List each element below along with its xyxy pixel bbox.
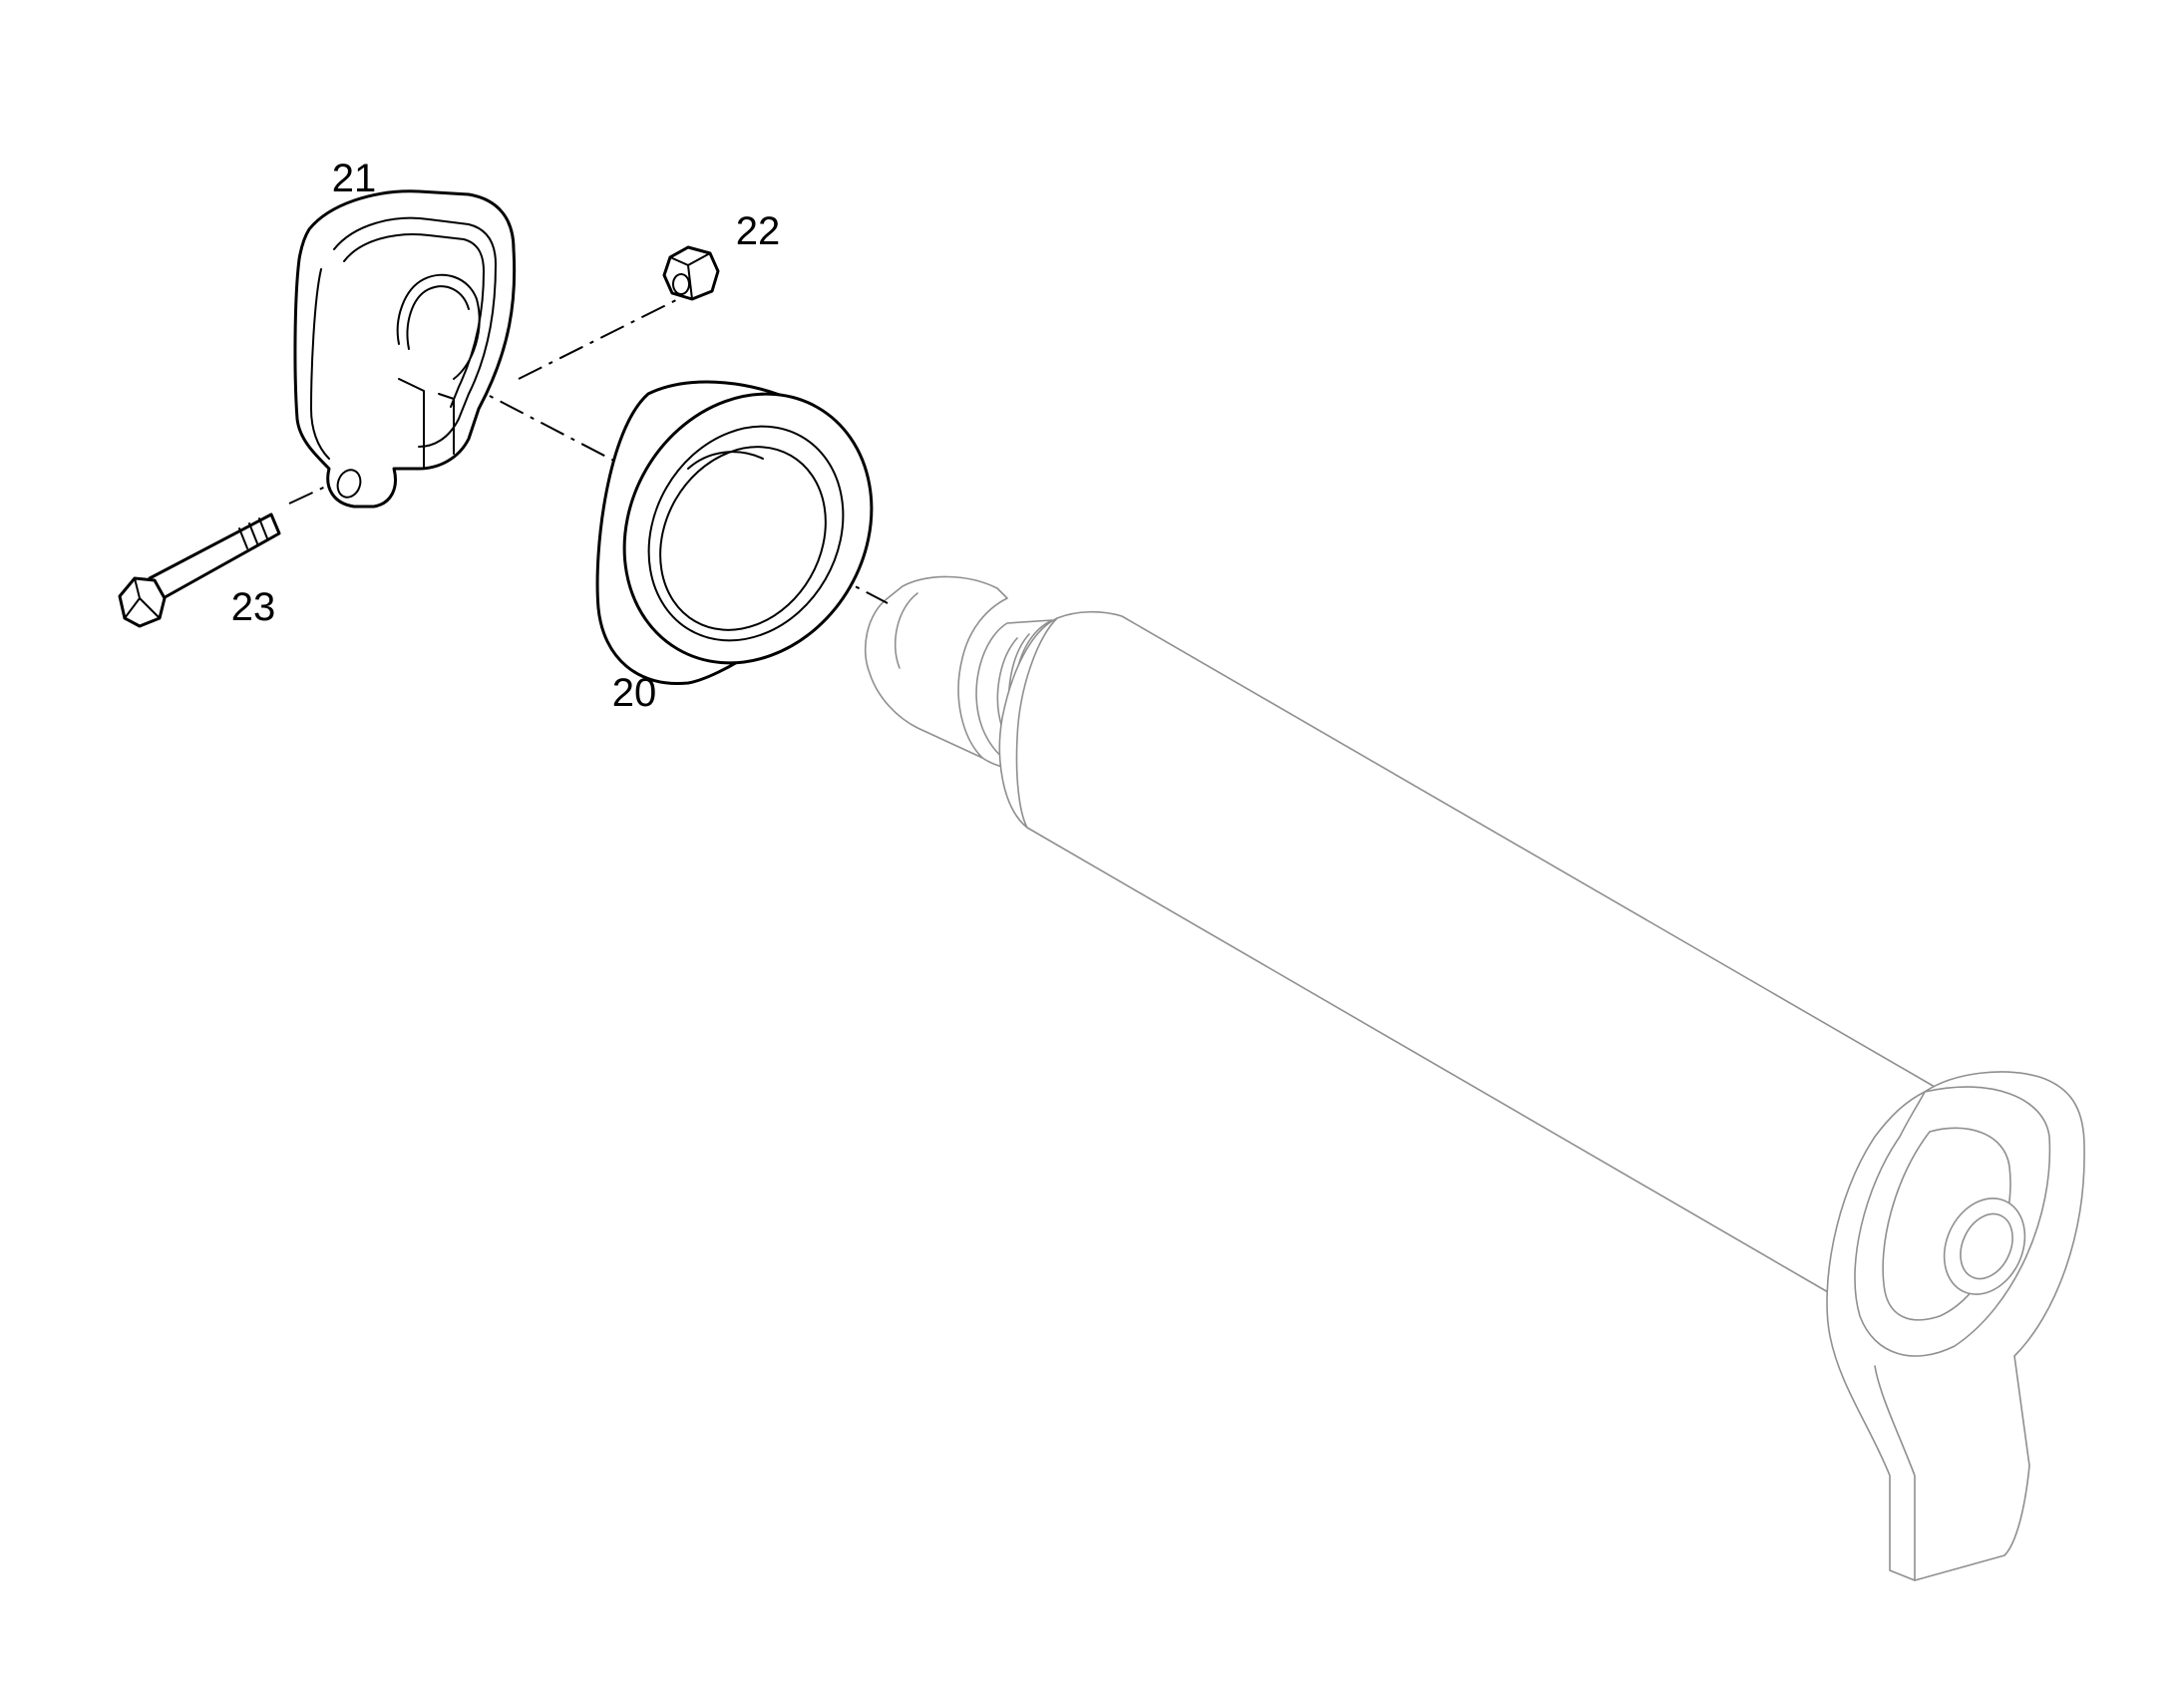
clamp-ring-part-21 <box>293 189 517 509</box>
cylinder-rod-end <box>864 575 1008 759</box>
label-part-22: 22 <box>736 209 781 253</box>
cylinder-eye-inner <box>1960 1212 2013 1280</box>
cylinder-clevis <box>1826 1071 2085 1581</box>
hex-nut-part-22 <box>662 245 720 301</box>
label-part-23: 23 <box>231 585 276 629</box>
label-part-20: 20 <box>612 671 657 715</box>
bearing-ring-part-20 <box>595 380 874 686</box>
label-part-21: 21 <box>332 157 377 200</box>
part-labels: 21 22 23 20 <box>231 157 781 715</box>
hex-bolt-part-23 <box>118 512 281 628</box>
cylinder-assembly <box>864 575 2085 1581</box>
cylinder-barrel <box>998 610 1936 1297</box>
